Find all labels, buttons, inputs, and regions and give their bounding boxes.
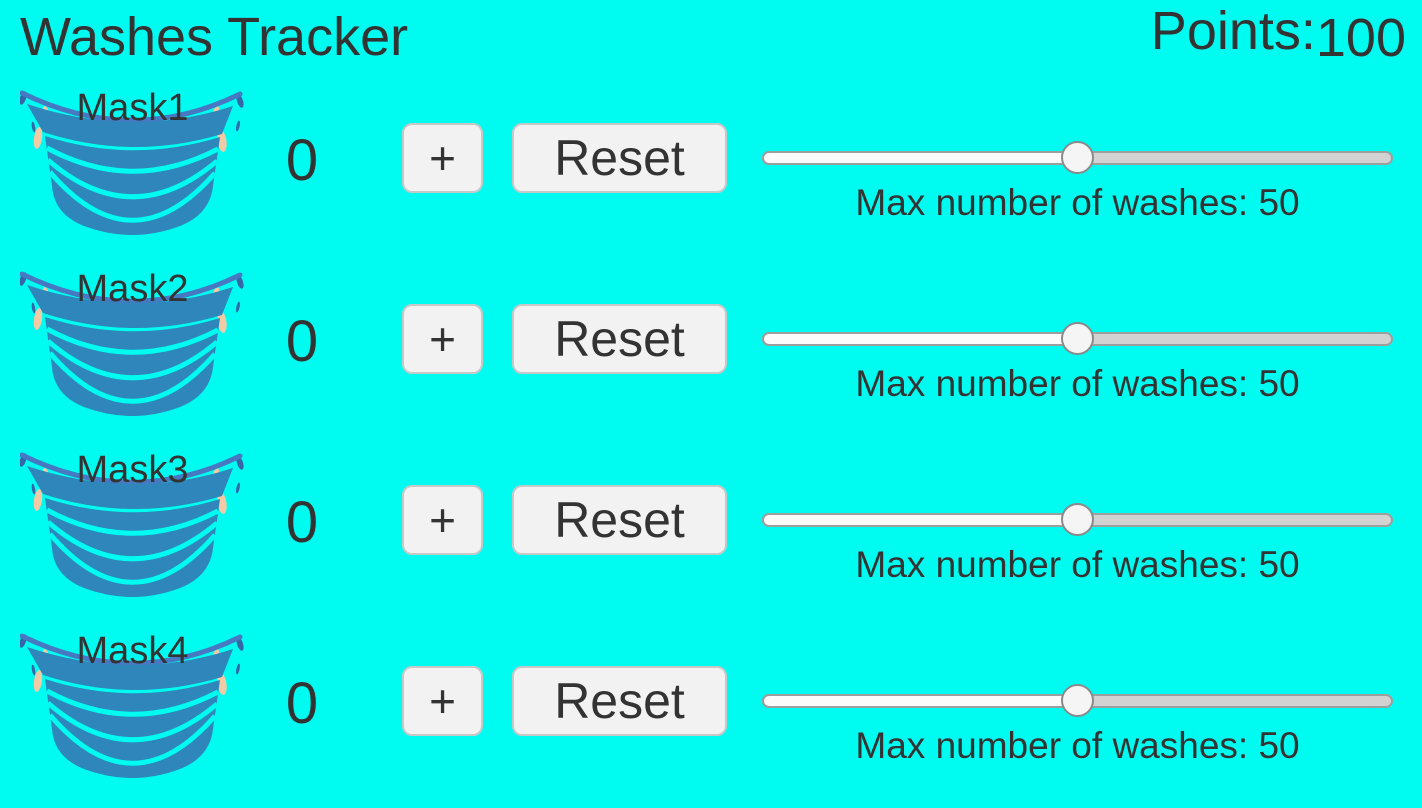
slider-track-fill[interactable]: [762, 332, 1078, 346]
points-label: Points:: [1150, 1, 1316, 61]
face-mask-image: [20, 84, 245, 244]
face-mask-image: [20, 446, 245, 606]
wash-count: 0: [285, 309, 319, 374]
reset-button[interactable]: Reset: [512, 485, 727, 555]
slider-thumb[interactable]: [1061, 141, 1094, 174]
slider-thumb[interactable]: [1061, 684, 1094, 717]
face-mask-icon: [20, 90, 244, 235]
mask-row: Mask2 0 + Reset Max number of washes: 50: [0, 265, 1422, 446]
max-washes-label: Max number of washes: 50: [855, 544, 1300, 585]
increment-wash-button[interactable]: +: [402, 123, 483, 193]
mask-label: Mask1: [76, 87, 189, 129]
slider-track-fill[interactable]: [762, 513, 1078, 527]
page-title: Washes Tracker: [20, 7, 409, 67]
slider-thumb[interactable]: [1061, 503, 1094, 536]
mask-row: Mask1 0 + Reset Max number of washes: 50: [0, 84, 1422, 265]
reset-button[interactable]: Reset: [512, 304, 727, 374]
slider-track-fill[interactable]: [762, 694, 1078, 708]
mask-label: Mask3: [76, 449, 189, 491]
max-washes-slider[interactable]: [762, 684, 1393, 717]
reset-button[interactable]: Reset: [512, 666, 727, 736]
slider-track-fill[interactable]: [762, 151, 1078, 165]
increment-wash-button[interactable]: +: [402, 304, 483, 374]
face-mask-image: [20, 265, 245, 425]
increment-wash-button[interactable]: +: [402, 666, 483, 736]
max-washes-slider[interactable]: [762, 141, 1393, 174]
mask-row: Mask4 0 + Reset Max number of washes: 50: [0, 627, 1422, 808]
max-washes-label: Max number of washes: 50: [855, 182, 1300, 223]
face-mask-image: [20, 627, 245, 787]
wash-count: 0: [285, 128, 319, 193]
rows: Mask1 0 + Reset Max number of washes: 50: [0, 84, 1422, 808]
slider-thumb[interactable]: [1061, 322, 1094, 355]
points-display: Points:100: [1150, 1, 1406, 67]
points-value: 100: [1315, 8, 1406, 68]
face-mask-icon: [20, 452, 244, 597]
increment-wash-button[interactable]: +: [402, 485, 483, 555]
wash-count: 0: [285, 490, 319, 555]
mask-row: Mask3 0 + Reset Max number of washes: 50: [0, 446, 1422, 627]
reset-button[interactable]: Reset: [512, 123, 727, 193]
max-washes-slider[interactable]: [762, 322, 1393, 355]
wash-count: 0: [285, 671, 319, 736]
mask-label: Mask2: [76, 268, 189, 310]
max-washes-slider[interactable]: [762, 503, 1393, 536]
face-mask-icon: [20, 271, 244, 416]
max-washes-label: Max number of washes: 50: [855, 725, 1300, 766]
face-mask-icon: [20, 633, 244, 778]
mask-label: Mask4: [76, 630, 189, 672]
max-washes-label: Max number of washes: 50: [855, 363, 1300, 404]
